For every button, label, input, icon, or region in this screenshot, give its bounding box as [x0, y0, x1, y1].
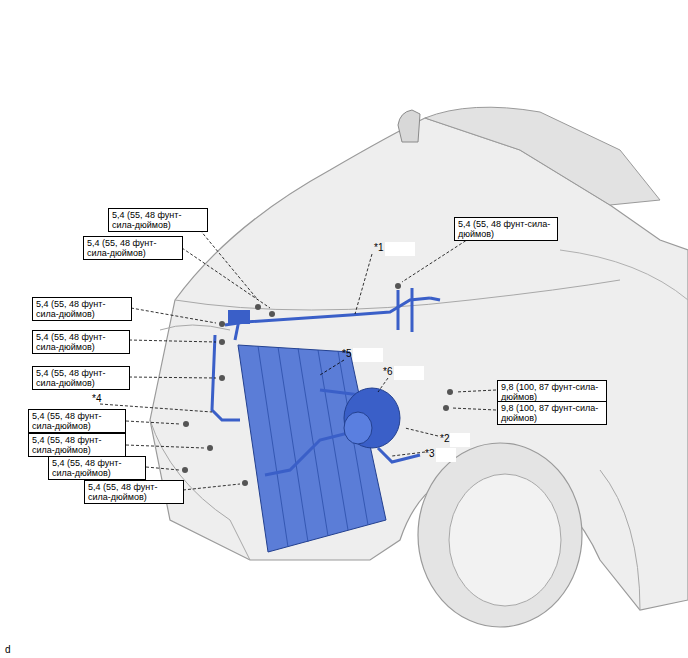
torque-value: 5,4 (55, 48 фунт-сила-дюймов) [32, 435, 122, 455]
callout-number: *2 [440, 433, 449, 444]
torque-box: 5,4 (55, 48 фунт-сила-дюймов) [32, 330, 130, 354]
torque-box: 5,4 (55, 48 фунт-сила-дюймов) [108, 208, 208, 232]
fender-line [560, 250, 688, 300]
torque-value: 9,8 (100, 87 фунт-сила-дюймов) [501, 382, 603, 402]
wheel-rim [449, 474, 561, 606]
torque-value: 5,4 (55, 48 фунт-сила-дюймов) [52, 458, 142, 478]
bolts [182, 283, 453, 486]
figure-code: d [5, 644, 11, 655]
name-boxes [353, 242, 470, 462]
leader-lines [100, 230, 496, 490]
wheel-arch [600, 470, 640, 610]
torque-box: 9,8 (100, 87 фунт-сила-дюймов) [497, 401, 607, 425]
callout-number: *6 [383, 366, 392, 377]
torque-box: 5,4 (55, 48 фунт-сила-дюймов) [454, 217, 558, 241]
wheel [418, 443, 582, 627]
torque-value: 5,4 (55, 48 фунт-сила-дюймов) [36, 332, 126, 352]
torque-value: 9,8 (100, 87 фунт-сила-дюймов) [501, 403, 603, 423]
mirror [398, 110, 420, 142]
callout-number: *4 [92, 393, 101, 404]
windshield [425, 107, 660, 205]
compressor-pulley [344, 412, 372, 444]
torque-value: 5,4 (55, 48 фунт-сила-дюймов) [88, 482, 180, 502]
bracket [228, 310, 250, 324]
torque-box: 5,4 (55, 48 фунт-сила-дюймов) [28, 433, 126, 457]
torque-value: 5,4 (55, 48 фунт-сила-дюймов) [36, 299, 128, 319]
torque-value: 5,4 (55, 48 фунт-сила-дюймов) [32, 411, 122, 431]
callout-number: *5 [342, 348, 351, 359]
torque-value: 5,4 (55, 48 фунт-сила-дюймов) [36, 368, 126, 388]
torque-box: 5,4 (55, 48 фунт-сила-дюймов) [28, 409, 126, 433]
torque-value: 5,4 (55, 48 фунт-сила-дюймов) [87, 238, 179, 258]
torque-box: 5,4 (55, 48 фунт-сила-дюймов) [32, 366, 130, 390]
torque-box: 5,4 (55, 48 фунт-сила-дюймов) [84, 480, 184, 504]
pipes [212, 288, 440, 475]
headlamp [160, 325, 230, 330]
condenser [238, 345, 386, 552]
torque-value: 5,4 (55, 48 фунт-сила-дюймов) [458, 219, 554, 239]
callout-number: *3 [425, 448, 434, 459]
torque-box: 5,4 (55, 48 фунт-сила-дюймов) [83, 236, 183, 260]
condenser-fins [258, 346, 368, 547]
torque-box: 5,4 (55, 48 фунт-сила-дюймов) [32, 297, 132, 321]
torque-box: 5,4 (55, 48 фунт-сила-дюймов) [48, 456, 146, 480]
torque-value: 5,4 (55, 48 фунт-сила-дюймов) [112, 210, 204, 230]
compressor [344, 388, 400, 448]
callout-number: *1 [374, 242, 383, 253]
